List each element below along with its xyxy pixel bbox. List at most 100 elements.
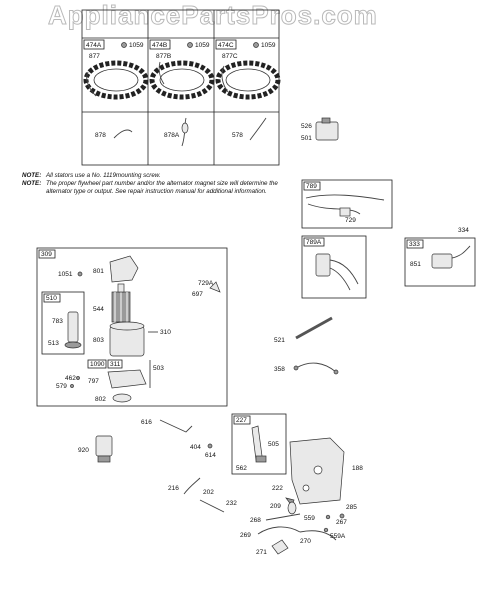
washer-icon (112, 393, 132, 403)
connector-icon (315, 253, 331, 277)
label-404: 404 (190, 444, 201, 451)
label-285: 285 (346, 504, 357, 511)
label-614: 614 (205, 452, 216, 459)
label-803: 803 (93, 337, 104, 344)
label-789: 789 (306, 183, 317, 190)
harness-789[interactable]: 789 729 (301, 179, 393, 229)
screw-icon (121, 42, 127, 48)
clip-icon (209, 281, 221, 293)
part-920[interactable]: 920 (78, 435, 113, 463)
label-333: 333 (409, 241, 420, 248)
label-521: 521 (274, 337, 285, 344)
lever-icon (159, 419, 193, 433)
label-1090: 1090 (90, 361, 105, 368)
label-559: 559 (304, 515, 315, 522)
label-544: 544 (93, 306, 104, 313)
stator-ring-icon (215, 60, 281, 100)
note-text-2: The proper flywheel part number and/or t… (46, 180, 278, 196)
part-269[interactable]: 269 (240, 526, 301, 539)
part-521[interactable]: 521 (274, 316, 333, 344)
rectifier-part[interactable]: 526 501 (301, 117, 339, 142)
lead-label-878a: 878A (164, 132, 180, 139)
notes-block: NOTE: All stators use a No. 1119mounting… (22, 172, 292, 197)
note-key: NOTE: (22, 180, 42, 188)
rod-icon (295, 316, 333, 340)
label-227: 227 (236, 417, 247, 424)
throttle-lever-icon (251, 425, 263, 461)
label-513: 513 (48, 340, 59, 347)
drive-gear-icon (67, 311, 79, 343)
part-616[interactable]: 616 (141, 419, 193, 433)
screw-icon (253, 42, 259, 48)
label-188: 188 (352, 465, 363, 472)
label-562: 562 (236, 465, 247, 472)
solenoid-icon (95, 435, 113, 457)
label-462: 462 (65, 375, 76, 382)
stator-box-474a: 474A (86, 42, 102, 49)
brush-plate-icon (107, 369, 147, 389)
label-579: 579 (56, 383, 67, 390)
governor-spring-icon (287, 501, 297, 515)
choke-cable-icon (257, 526, 301, 535)
label-358: 358 (274, 366, 285, 373)
watermark-text: AppliancePartsPros.com (48, 0, 378, 30)
screw-icon (187, 42, 193, 48)
label-729a: 729A (198, 280, 214, 287)
label-209: 209 (270, 503, 281, 510)
label-802: 802 (95, 396, 106, 403)
stator-col-3[interactable]: 474C 1059 877C 578 (215, 39, 281, 141)
stator-box-474b: 474B (152, 42, 167, 49)
label-216: 216 (168, 485, 179, 492)
stator-grid (81, 9, 280, 166)
label-268: 268 (250, 517, 261, 524)
label-505: 505 (268, 441, 279, 448)
stator-ring-icon (149, 60, 215, 100)
motor-housing-icon (109, 321, 145, 357)
label-783: 783 (52, 318, 63, 325)
stator-box-474c: 474C (218, 42, 234, 49)
label-729: 729 (345, 217, 356, 224)
control-bracket[interactable] (289, 437, 345, 505)
clamp-icon (271, 539, 289, 555)
label-526: 526 (301, 123, 312, 130)
switch-icon (431, 253, 453, 269)
note-key: NOTE: (22, 172, 42, 179)
stator-col-1[interactable]: 474A 1059 877 878 (83, 39, 149, 139)
part-227[interactable]: 227 505 562 (231, 413, 287, 475)
stator-part-877b: 877B (156, 53, 171, 60)
label-559a: 559A (330, 533, 346, 540)
label-271: 271 (256, 549, 267, 556)
label-222: 222 (272, 485, 283, 492)
harness-789a[interactable]: 789A (301, 235, 367, 299)
label-202: 202 (203, 489, 214, 496)
label-797: 797 (88, 378, 99, 385)
starter-assembly-309[interactable]: 309 1051 801 510 783 513 544 803 310 109… (36, 247, 228, 407)
label-851: 851 (410, 261, 421, 268)
label-269: 269 (240, 532, 251, 539)
note-text-1: All stators use a No. 1119mounting screw… (46, 172, 161, 179)
part-358[interactable]: 358 (274, 362, 339, 375)
label-1051: 1051 (58, 271, 73, 278)
stator-part-877: 877 (89, 53, 100, 60)
label-616: 616 (141, 419, 152, 426)
label-311: 311 (110, 361, 121, 368)
part-333[interactable]: 334 333 851 (404, 227, 476, 287)
label-697: 697 (192, 291, 203, 298)
label-310: 310 (160, 329, 171, 336)
label-232: 232 (226, 500, 237, 507)
label-267: 267 (336, 519, 347, 526)
stator-col-2[interactable]: 474B 1059 877B 878A (149, 39, 215, 147)
stator-part-877c: 877C (222, 53, 238, 60)
label-510: 510 (46, 295, 57, 302)
stator-ring-icon (83, 60, 149, 100)
label-503: 503 (153, 365, 164, 372)
screw-label: 1059 (261, 42, 276, 49)
stator-grid-frame (81, 9, 280, 166)
label-270: 270 (300, 538, 311, 545)
rectifier-icon (315, 121, 339, 141)
screw-label: 1059 (195, 42, 210, 49)
lead-label-578: 578 (232, 132, 243, 139)
label-334: 334 (458, 227, 469, 234)
end-cap-icon (109, 255, 139, 283)
